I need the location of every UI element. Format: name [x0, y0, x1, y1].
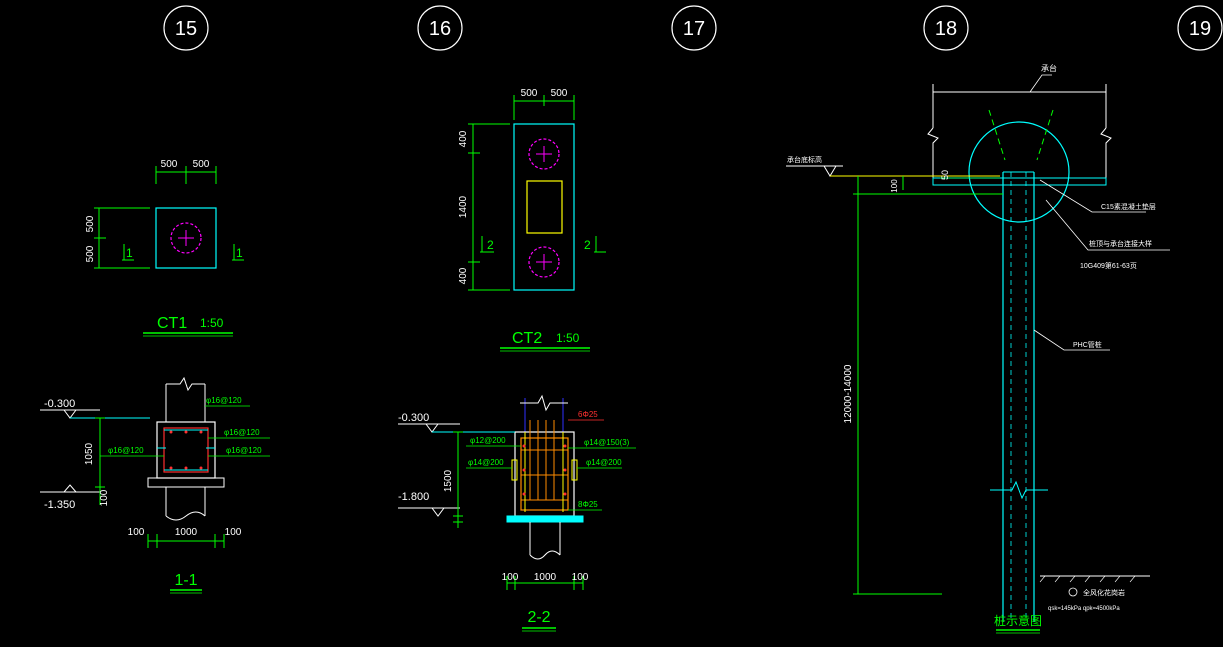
section-2-2-rebar-right-1: φ14@150(3)	[584, 438, 630, 447]
ct1-dim-left-top: 500	[85, 215, 96, 232]
ct1-cap-outline[interactable]	[155, 207, 217, 269]
section-2-2-rebar-cage	[520, 437, 569, 511]
pile-detail-title: 桩示意图	[994, 613, 1042, 628]
ct2-scale: 1:50	[556, 331, 580, 345]
ct1-plan[interactable]: 500 500 500 500 1 1 CT1 1:50	[85, 159, 244, 337]
ct2-dim-left-top: 400	[458, 130, 469, 147]
section-1-1-rebar-1: φ16@120	[206, 396, 242, 405]
ct2-section-right: 2	[584, 238, 591, 252]
pile-detail-note-1: 全风化花岗岩	[1083, 588, 1125, 597]
pile-detail-label-c15: C15素混凝土垫层	[1101, 202, 1156, 211]
section-2-2-cushion	[506, 515, 584, 523]
pile-detail-label-top: 承台	[1041, 63, 1057, 73]
section-1-1-rebar-2: φ16@120	[224, 428, 260, 437]
section-1-1-dim-width-left: 100	[128, 527, 145, 538]
section-1-1-dim-width-right: 100	[225, 527, 242, 538]
ct2-title: CT2	[512, 330, 542, 347]
pile-detail-label-left: 承台底标高	[787, 155, 822, 164]
axis-label-15: 15	[175, 18, 197, 40]
ct1-title: CT1	[157, 315, 187, 332]
axis-bubble-16[interactable]: 16	[417, 5, 463, 51]
section-2-2-dim-width-right: 100	[572, 572, 589, 583]
pile-detail-label-phc: PHC管桩	[1073, 340, 1102, 349]
section-2-2-elev-bottom: -1.800	[398, 491, 429, 503]
section-2-2-dim-height: 1500	[443, 469, 454, 492]
section-2-2-elev-top: -0.300	[398, 412, 429, 424]
axis-bubble-17[interactable]: 17	[671, 5, 717, 51]
ct2-pile-bottom[interactable]	[528, 246, 560, 278]
section-2-2-rebar-right-2: φ14@200	[586, 458, 622, 467]
section-1-1-dim-width-mid: 1000	[175, 527, 198, 538]
axis-label-17: 17	[683, 18, 705, 40]
axis-label-18: 18	[935, 18, 957, 40]
section-1-1-dim-bottom-small: 100	[99, 489, 110, 506]
section-2-2-rebar-left-1: φ12@200	[470, 436, 506, 445]
ct1-section-left: 1	[126, 246, 133, 260]
ct2-plan[interactable]: 500 500 400 1400 400 2 2 CT2 1:50	[458, 88, 606, 352]
ct1-scale: 1:50	[200, 316, 224, 330]
pile-detail-dim-50: 50	[940, 170, 950, 180]
pile-detail-note-2: qsk=145kPa qpk=4500kPa	[1048, 606, 1120, 612]
pile-detail-label-joint: 桩顶与承台连接大样	[1089, 239, 1152, 248]
section-2-2-title: 2-2	[527, 609, 550, 626]
ct2-dim-top-left: 500	[521, 88, 538, 99]
axis-bubble-19[interactable]: 19	[1177, 5, 1223, 51]
axis-label-19: 19	[1189, 18, 1211, 40]
axis-label-16: 16	[429, 18, 451, 40]
section-1-1-elev-top: -0.300	[44, 398, 75, 410]
section-1-1-dim-height: 1050	[84, 442, 95, 465]
section-1-1-rebar-cage	[163, 427, 209, 473]
section-2-2-dim-width-left: 100	[502, 572, 519, 583]
ct2-dim-left-mid: 1400	[458, 195, 469, 218]
section-2-2-rebar-bottom: 8Φ25	[578, 500, 598, 509]
section-1-1-rebar-4: φ16@120	[226, 446, 262, 455]
pile-detail[interactable]: 承台 承台底标高 100 50 12000-14000 C1	[786, 63, 1170, 634]
ct1-section-right: 1	[236, 246, 243, 260]
axis-bubble-15[interactable]: 15	[163, 5, 209, 51]
ct1-dim-top-right: 500	[193, 159, 210, 170]
ct1-dim-top-left: 500	[161, 159, 178, 170]
ct1-pile[interactable]	[170, 222, 202, 254]
axis-bubble-18[interactable]: 18	[923, 5, 969, 51]
section-2-2-dim-width-mid: 1000	[534, 572, 557, 583]
pile-detail-dim-length: 12000-14000	[843, 364, 854, 423]
section-2-2-rebar-top: 6Φ25	[578, 410, 598, 419]
pile-detail-dim-100: 100	[890, 179, 899, 193]
ct2-section-left: 2	[487, 238, 494, 252]
ct2-pile-top[interactable]	[528, 138, 560, 170]
ct2-dim-top-right: 500	[551, 88, 568, 99]
section-1-1-rebar-3: φ16@120	[108, 446, 144, 455]
pile-detail-joint-circle[interactable]	[968, 121, 1070, 223]
section-1-1[interactable]: -0.300 -1.350 1050 100 φ16@120 φ16@120 φ…	[40, 376, 270, 594]
section-2-2[interactable]: -0.300 -1.800 1500 6Φ25 φ12@200 φ14@150(…	[398, 394, 636, 632]
pile-detail-label-ref: 10G409第61-63页	[1080, 261, 1137, 270]
ct2-column[interactable]	[526, 180, 563, 234]
section-2-2-rebar-left-2: φ14@200	[468, 458, 504, 467]
section-1-1-elev-bottom: -1.350	[44, 499, 75, 511]
ct2-dim-left-bottom: 400	[458, 267, 469, 284]
section-1-1-title: 1-1	[174, 572, 197, 589]
ct1-dim-left-bottom: 500	[85, 245, 96, 262]
ct2-cap-outline[interactable]	[513, 123, 575, 291]
